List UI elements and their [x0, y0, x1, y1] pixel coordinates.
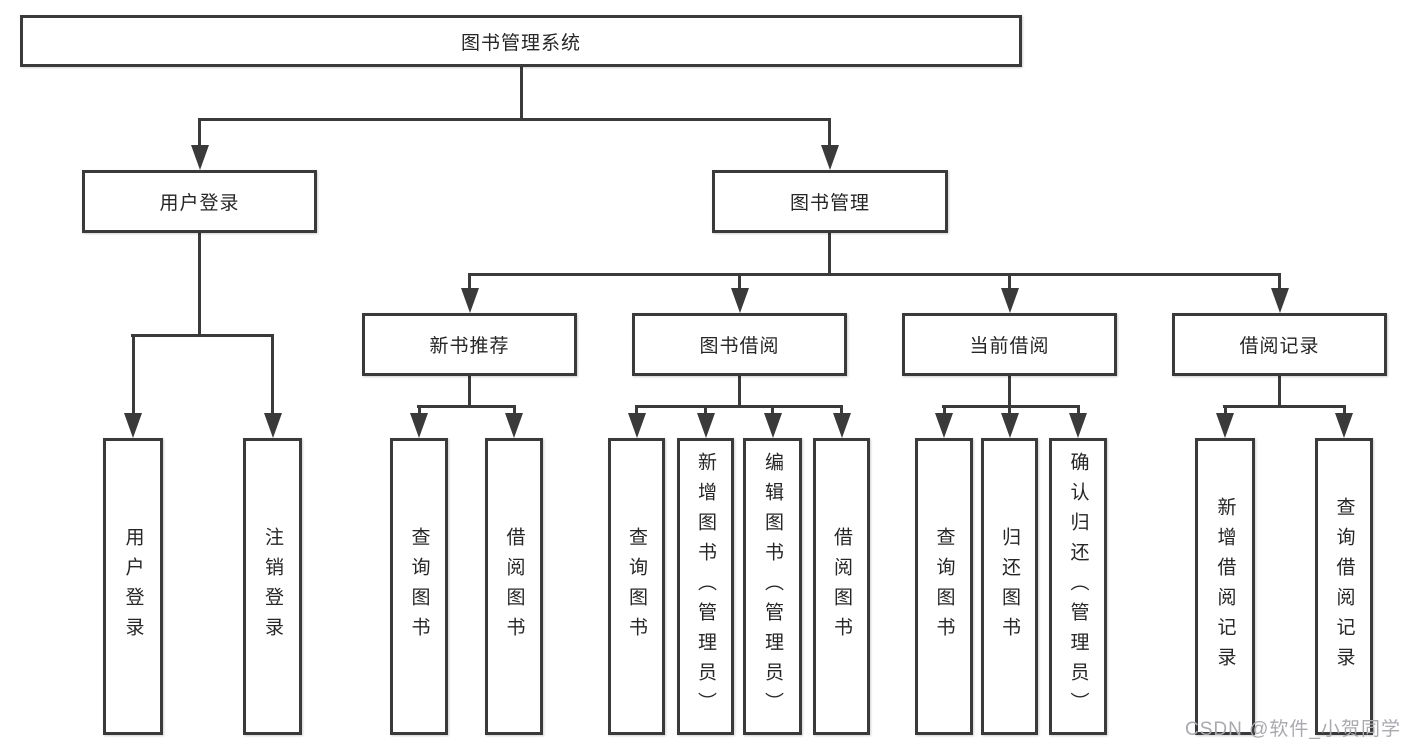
- node-current-borrowing: 当前借阅: [902, 313, 1117, 376]
- connector-stem: [1278, 376, 1281, 405]
- connector-branch: [1223, 405, 1346, 408]
- arrow-shaft: [512, 405, 516, 418]
- arrow-shaft: [771, 405, 774, 418]
- arrow-shaft: [635, 405, 638, 418]
- node-leaf-user-login: 用户登录: [103, 438, 163, 735]
- arrowhead-down: [460, 288, 479, 313]
- arrowhead-down: [696, 413, 715, 438]
- node-new-book-recommendation: 新书推荐: [362, 313, 577, 376]
- arrow-shaft: [468, 273, 471, 293]
- arrow-shaft: [198, 118, 201, 150]
- arrowhead-down: [832, 413, 851, 438]
- arrow-shaft: [1076, 405, 1080, 418]
- arrow-shaft: [1342, 405, 1346, 418]
- node-book-borrowing: 图书借阅: [632, 313, 847, 376]
- connector-stem: [468, 376, 471, 405]
- connector-branch: [198, 118, 831, 121]
- node-book-management: 图书管理: [712, 170, 948, 233]
- node-leaf-query-books: 查询图书: [390, 438, 448, 735]
- arrow-shaft: [828, 118, 831, 150]
- node-leaf-query-books: 查询图书: [608, 438, 665, 735]
- node-leaf-borrow-books: 借阅图书: [485, 438, 543, 735]
- arrowhead-down: [763, 413, 782, 438]
- arrowhead-down: [1069, 413, 1087, 438]
- csdn-watermark: CSDN @软件_小贺同学: [1185, 719, 1401, 740]
- connector-stem: [828, 233, 831, 273]
- arrow-shaft: [1008, 405, 1011, 418]
- node-library-management-system: 图书管理系统: [20, 15, 1022, 67]
- arrowhead-down: [1000, 413, 1019, 438]
- node-leaf-logout: 注销登录: [243, 438, 302, 735]
- arrow-shaft: [1223, 405, 1227, 418]
- arrowhead-down: [263, 413, 282, 438]
- arrow-shaft: [840, 405, 843, 418]
- arrow-shaft: [1008, 273, 1011, 293]
- arrowhead-down: [730, 288, 749, 313]
- node-leaf-add-borrow-record: 新增借阅记录: [1195, 438, 1255, 735]
- arrowhead-down: [1216, 413, 1234, 438]
- connector-branch: [417, 405, 516, 408]
- node-leaf-confirm-return-admin: 确认归还（管理员）: [1049, 438, 1107, 735]
- node-borrowing-records: 借阅记录: [1172, 313, 1387, 376]
- node-leaf-query-borrow-record: 查询借阅记录: [1315, 438, 1373, 735]
- arrow-shaft: [271, 334, 274, 416]
- arrowhead-down: [627, 413, 646, 438]
- arrow-shaft: [131, 334, 135, 416]
- connector-stem: [520, 67, 523, 118]
- arrowhead-down: [1335, 413, 1353, 438]
- connector-branch: [635, 405, 843, 408]
- arrowhead-down: [1270, 288, 1289, 313]
- arrow-shaft: [738, 273, 741, 293]
- node-leaf-return-books: 归还图书: [981, 438, 1038, 735]
- arrowhead-down: [935, 413, 953, 438]
- connector-branch: [131, 334, 274, 337]
- connector-stem: [738, 376, 741, 405]
- arrowhead-down: [1000, 288, 1019, 313]
- arrow-shaft: [942, 405, 946, 418]
- connector-stem: [198, 233, 201, 335]
- connector-stem: [1008, 376, 1011, 405]
- arrowhead-down: [124, 413, 142, 438]
- node-leaf-add-books-admin: 新增图书（管理员）: [677, 438, 734, 735]
- arrow-shaft: [417, 405, 421, 418]
- node-leaf-query-books: 查询图书: [915, 438, 973, 735]
- connector-branch: [468, 273, 1281, 276]
- node-user-login: 用户登录: [82, 170, 317, 233]
- node-leaf-borrow-books: 借阅图书: [813, 438, 870, 735]
- arrow-shaft: [1278, 273, 1281, 293]
- arrowhead-down: [190, 145, 209, 170]
- connector-branch: [942, 405, 1080, 408]
- arrowhead-down: [505, 413, 523, 438]
- arrow-shaft: [704, 405, 707, 418]
- arrowhead-down: [820, 145, 839, 170]
- arrowhead-down: [410, 413, 428, 438]
- node-leaf-edit-books-admin: 编辑图书（管理员）: [743, 438, 802, 735]
